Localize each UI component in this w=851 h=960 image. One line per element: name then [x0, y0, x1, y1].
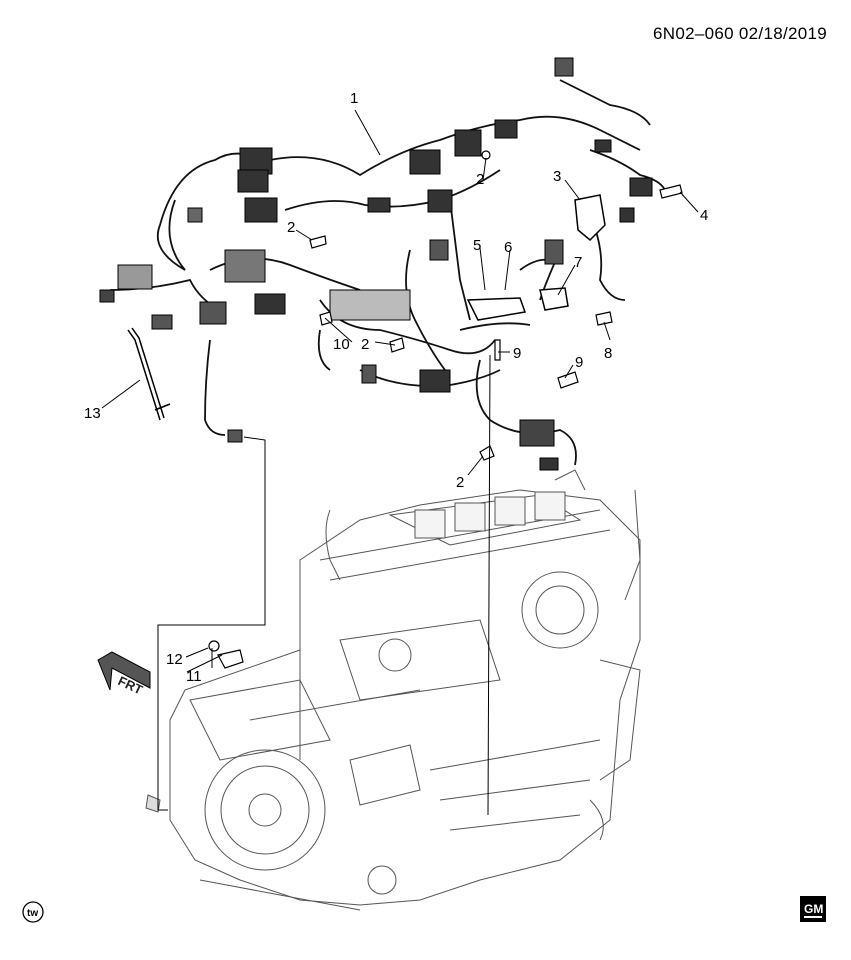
engine-assembly: [145, 469, 641, 911]
callout-9: 9: [575, 354, 583, 371]
harness-connectors: [99, 57, 653, 471]
callout-8: 8: [604, 345, 612, 362]
callout-10: 10: [333, 336, 350, 353]
routing-lines: [157, 354, 491, 816]
callout-13: 13: [84, 405, 101, 422]
callout-11: 11: [186, 668, 202, 685]
callout-2: 2: [287, 219, 295, 236]
leader-lines: [101, 109, 699, 673]
callout-2: 2: [456, 474, 464, 491]
fasteners: [208, 150, 683, 669]
callout-5: 5: [473, 237, 481, 254]
gm-logo-icon: GM: [800, 896, 826, 922]
callout-1: 1: [350, 90, 358, 107]
callout-3: 3: [553, 168, 561, 185]
front-arrow-icon: FRT: [97, 651, 151, 697]
callout-4: 4: [700, 207, 708, 224]
callout-6: 6: [504, 239, 512, 256]
callout-12: 12: [166, 651, 183, 668]
tw-badge-icon: tw: [22, 901, 44, 923]
diagram-code-date: 6N02–060 02/18/2019: [653, 24, 827, 43]
svg-text:GM: GM: [804, 902, 823, 916]
dipstick-tube: [127, 327, 171, 421]
callout-9: 9: [513, 345, 521, 362]
wiring-harness: [109, 79, 666, 466]
svg-text:tw: tw: [27, 908, 38, 919]
callout-2: 2: [361, 336, 369, 353]
callout-2: 2: [476, 171, 484, 188]
brackets: [466, 194, 606, 321]
callout-7: 7: [574, 254, 582, 271]
